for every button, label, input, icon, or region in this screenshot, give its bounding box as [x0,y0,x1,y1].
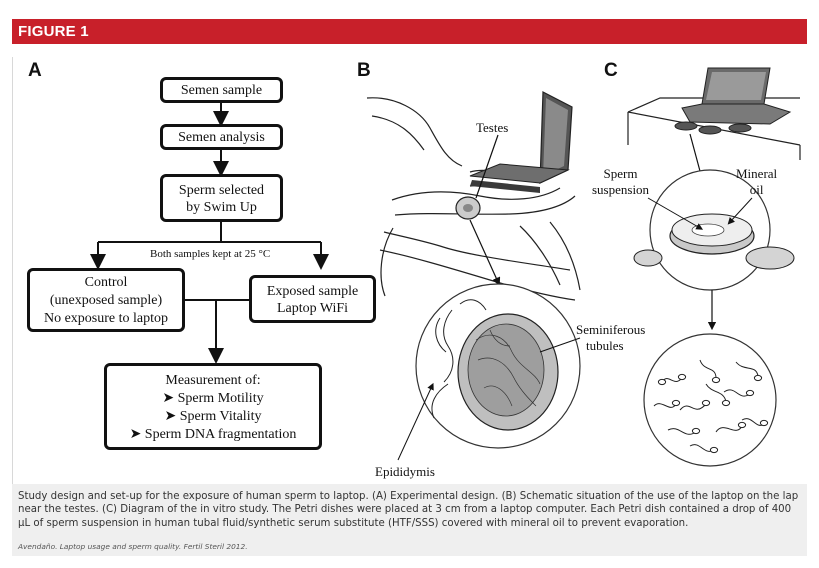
control-box: Control (unexposed sample) No exposure t… [27,268,185,332]
seminiferous-label: Seminiferous tubules [576,322,645,354]
swim-up-text-1: Sperm selected [178,183,265,198]
seminiferous-text-2: tubules [586,338,624,353]
panel-b-label: B [357,60,371,81]
exposed-text-1: Exposed sample [266,284,359,299]
mineral-oil-label: Mineral oil [736,166,777,198]
semen-analysis-text: Semen analysis [178,130,265,145]
sperm-text-2: suspension [592,182,650,197]
figure-header: FIGURE 1 [12,19,807,44]
control-text-3: No exposure to laptop [43,311,169,326]
seminiferous-text-1: Seminiferous [576,322,646,337]
testes-label: Testes [476,120,509,135]
figure-caption: Study design and set-up for the exposure… [18,491,799,529]
semen-analysis-box: Semen analysis [160,124,283,150]
figure-title: FIGURE 1 [18,23,89,40]
measurement-item-motility: ➤ Sperm Motility [162,391,264,406]
measurement-item-vitality: ➤ Sperm Vitality [164,409,262,424]
oil-text-1: Mineral [736,166,778,181]
swim-up-box: Sperm selected by Swim Up [160,174,283,222]
sperm-suspension-label: Sperm suspension [592,166,649,198]
oil-text-2: oil [749,182,764,197]
measurement-item-dna: ➤ Sperm DNA fragmentation [129,427,297,442]
sperm-text-1: Sperm [603,166,638,181]
swim-up-text-2: by Swim Up [186,200,257,215]
exposed-box: Exposed sample Laptop WiFi [249,275,376,323]
epididymis-label: Epididymis [375,464,435,479]
control-text-2: (unexposed sample) [49,293,163,308]
figure-citation: Avendaño. Laptop usage and sperm quality… [18,542,248,551]
semen-sample-box: Semen sample [160,77,283,103]
measurement-box: Measurement of: ➤ Sperm Motility ➤ Sperm… [104,363,322,450]
caption-area: Study design and set-up for the exposure… [12,484,807,556]
semen-sample-text: Semen sample [180,83,263,98]
control-text-1: Control [84,275,128,290]
both-samples-text: Both samples kept at 25 °C [150,248,271,260]
panel-c-label: C [604,60,618,81]
panel-a-label: A [28,60,42,81]
exposed-text-2: Laptop WiFi [276,301,349,316]
measurement-title: Measurement of: [165,373,261,388]
